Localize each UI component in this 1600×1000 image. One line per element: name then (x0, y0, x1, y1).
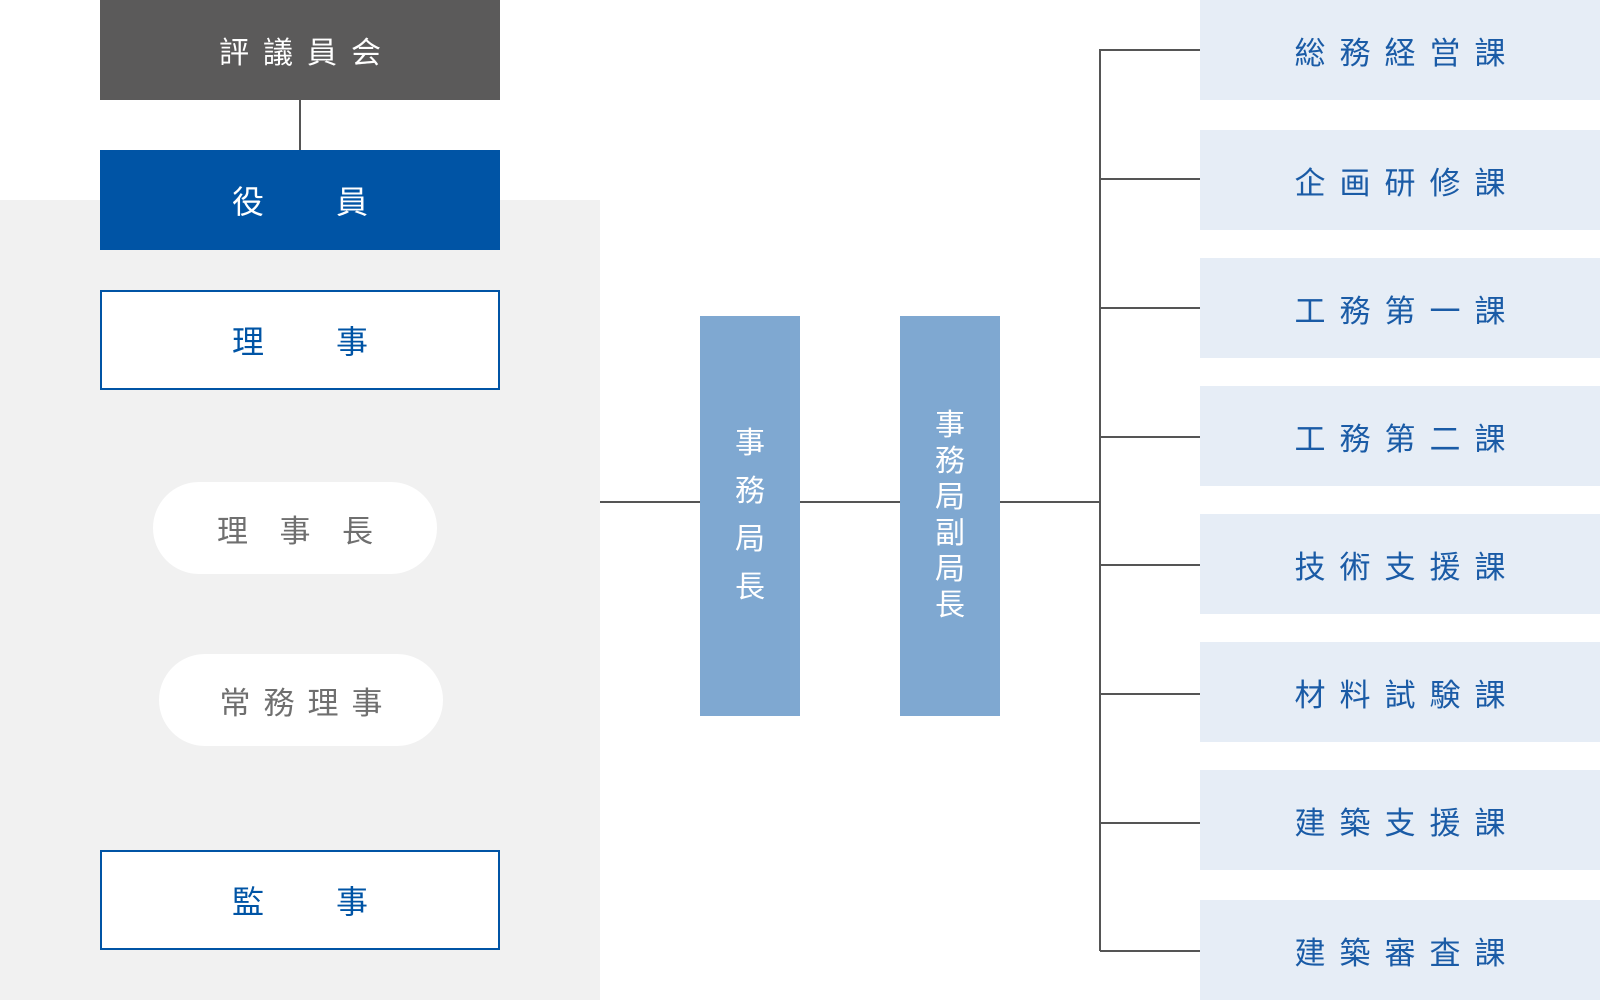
officers-label-char-2: 員 (335, 183, 368, 221)
section-box-1: 総務経営課 (1200, 0, 1600, 100)
auditors-label-char-2: 事 (335, 883, 368, 921)
section-label-4: 工務第二課 (1294, 421, 1520, 458)
chairman-label-char-2: 事 (279, 513, 311, 550)
branch-line-2 (1100, 178, 1200, 180)
section-box-6: 材料試験課 (1200, 642, 1600, 742)
section-box-7: 建築支援課 (1200, 770, 1600, 870)
deputy-label-char-2: 務 (935, 444, 965, 479)
chairman-label-char-1: 理 (217, 513, 248, 550)
section-box-8: 建築審査課 (1200, 900, 1600, 1000)
chairman-pill: 理 事 長 (153, 482, 437, 574)
executive-director-label: 常務理事 (219, 685, 396, 722)
deputy-trunk-connector (1000, 501, 1100, 503)
director-label-char-2: 務 (735, 474, 765, 509)
section-label-5: 技術支援課 (1294, 549, 1520, 586)
branch-line-3 (1100, 307, 1200, 309)
deputy-label-char-5: 局 (935, 552, 965, 587)
executive-director-pill: 常務理事 (159, 654, 443, 746)
section-box-3: 工務第一課 (1200, 258, 1600, 358)
deputy-label-char-4: 副 (935, 516, 965, 551)
director-label-char-3: 局 (735, 522, 765, 557)
section-box-4: 工務第二課 (1200, 386, 1600, 486)
secretariat-deputy-director-box: 事 務 局 副 局 長 (900, 316, 1000, 716)
section-box-2: 企画研修課 (1200, 130, 1600, 230)
council-box: 評議員会 (100, 0, 500, 100)
panel-director-connector (600, 501, 700, 503)
section-label-3: 工務第一課 (1294, 293, 1520, 330)
auditors-box: 監 事 (100, 850, 500, 950)
section-label-2: 企画研修課 (1294, 165, 1520, 202)
director-deputy-connector (800, 501, 900, 503)
directors-label-char-2: 事 (335, 323, 368, 361)
section-label-1: 総務経営課 (1294, 35, 1520, 72)
officers-label-char-1: 役 (232, 183, 265, 221)
branch-line-6 (1100, 693, 1200, 695)
director-label-char-1: 事 (735, 426, 765, 461)
section-label-6: 材料試験課 (1294, 677, 1520, 714)
branch-line-4 (1100, 436, 1200, 438)
council-label: 評議員会 (219, 36, 395, 71)
section-label-8: 建築審査課 (1294, 935, 1520, 972)
sections-trunk-line (1099, 49, 1101, 951)
chairman-label-char-3: 長 (342, 513, 373, 550)
branch-line-1 (1100, 49, 1200, 51)
branch-line-8 (1100, 950, 1200, 952)
directors-label-char-1: 理 (232, 323, 265, 361)
auditors-label-char-1: 監 (232, 883, 265, 921)
secretariat-director-box: 事 務 局 長 (700, 316, 800, 716)
section-label-7: 建築支援課 (1294, 805, 1520, 842)
deputy-label-char-6: 長 (935, 588, 965, 623)
deputy-label-char-3: 局 (935, 480, 965, 515)
deputy-label-char-1: 事 (935, 408, 965, 443)
directors-box: 理 事 (100, 290, 500, 390)
branch-line-5 (1100, 564, 1200, 566)
section-box-5: 技術支援課 (1200, 514, 1600, 614)
director-label-char-4: 長 (735, 570, 765, 605)
branch-line-7 (1100, 822, 1200, 824)
officers-box: 役 員 (100, 150, 500, 250)
council-officers-connector (299, 100, 301, 150)
